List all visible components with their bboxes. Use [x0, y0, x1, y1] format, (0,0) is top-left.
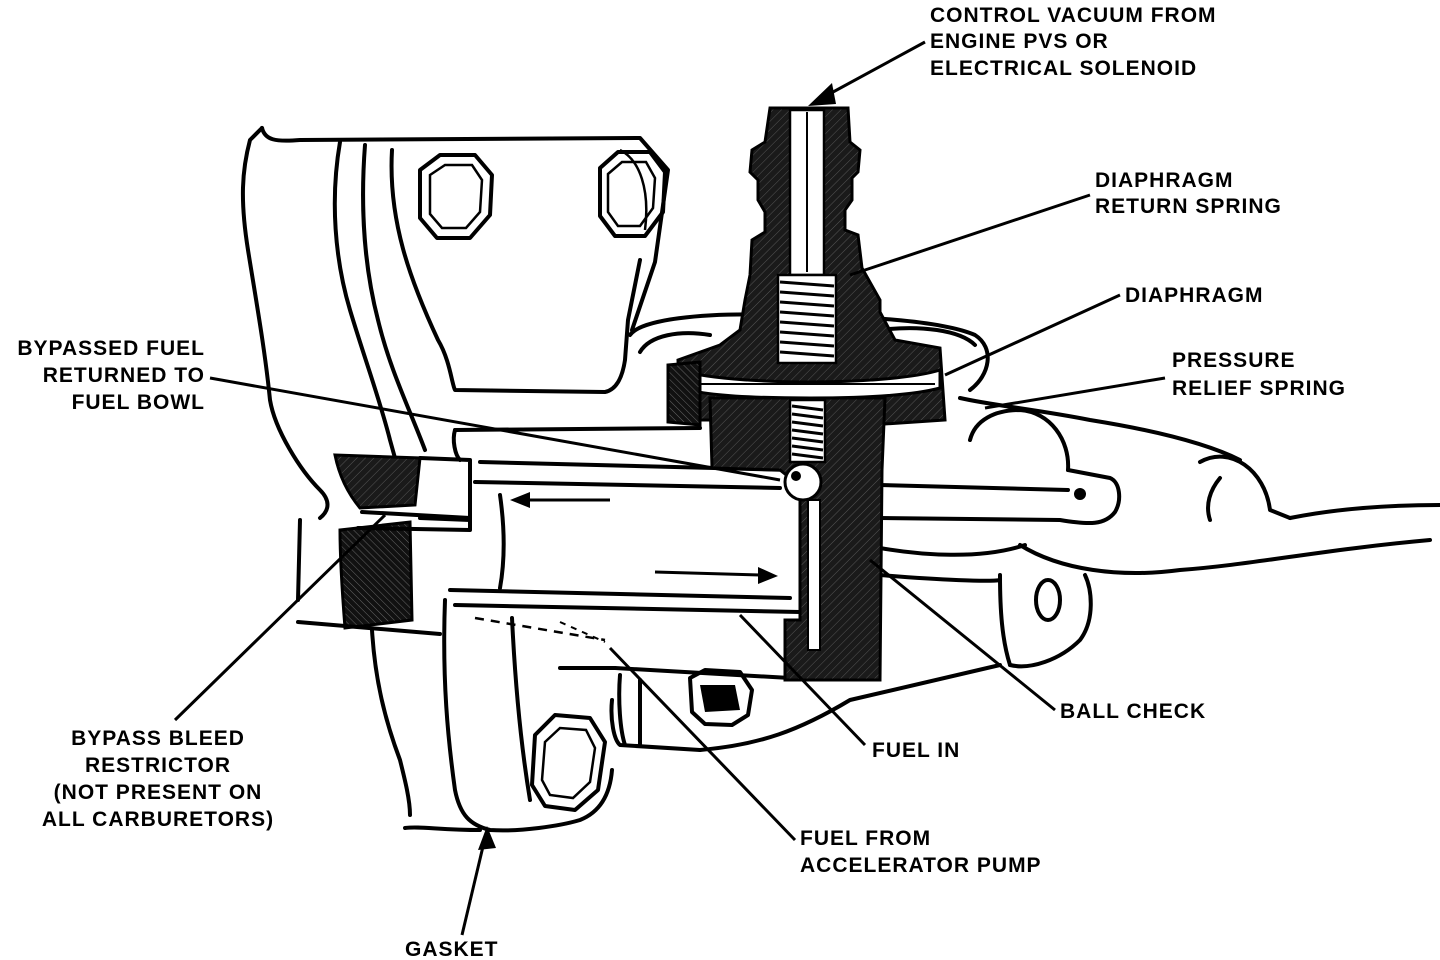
label-bypassed-fuel: BYPASSED FUEL RETURNED TO FUEL BOWL [17, 337, 205, 414]
hex-bolt-right [598, 150, 667, 238]
hex-bolt-left [418, 153, 494, 240]
label-fuel-in-line1: FUEL IN [872, 739, 960, 762]
label-control-vacuum-line1: CONTROL VACUUM FROM [930, 4, 1217, 27]
label-fuel-from-accelerator-pump-line1: FUEL FROM [800, 827, 931, 850]
label-ball-check-line1: BALL CHECK [1060, 700, 1206, 723]
label-bypassed-fuel-line2: RETURNED TO [43, 364, 205, 387]
fuel-in-flow-arrow [654, 567, 778, 584]
pressure-relief-spring [788, 398, 827, 464]
hex-bolt-bottom [530, 713, 607, 812]
label-fuel-from-accelerator-pump-line2: ACCELERATOR PUMP [800, 854, 1042, 877]
label-diaphragm: DIAPHRAGM [1125, 284, 1264, 307]
label-bypass-bleed-line2: RESTRICTOR [85, 754, 231, 777]
label-gasket: GASKET [405, 938, 499, 960]
label-bypass-bleed-line1: BYPASS BLEED [71, 727, 245, 750]
label-pressure-relief-spring-line2: RELIEF SPRING [1172, 377, 1346, 400]
ball-check [783, 462, 823, 502]
diaphragm-return-spring [776, 273, 838, 365]
pressure-relief-valve-assembly [666, 106, 947, 682]
label-diaphragm-line1: DIAPHRAGM [1125, 284, 1264, 307]
hex-bolt-lower-middle [688, 668, 754, 727]
label-ball-check: BALL CHECK [1060, 700, 1206, 723]
carburetor-body [240, 126, 1440, 833]
label-diaphragm-return-spring-line1: DIAPHRAGM [1095, 169, 1234, 192]
label-pressure-relief-spring-line1: PRESSURE [1172, 349, 1296, 372]
leader-lines [173, 40, 1166, 936]
label-diaphragm-return-spring: DIAPHRAGM RETURN SPRING [1095, 169, 1282, 218]
label-bypassed-fuel-line1: BYPASSED FUEL [17, 337, 205, 360]
label-bypass-bleed-line4: ALL CARBURETORS) [42, 808, 274, 831]
label-bypass-bleed-restrictor: BYPASS BLEED RESTRICTOR (NOT PRESENT ON … [42, 727, 274, 831]
label-bypassed-fuel-line3: FUEL BOWL [72, 391, 205, 414]
label-fuel-from-accelerator-pump: FUEL FROM ACCELERATOR PUMP [800, 827, 1042, 877]
label-control-vacuum: CONTROL VACUUM FROM ENGINE PVS OR ELECTR… [930, 4, 1217, 80]
label-control-vacuum-line3: ELECTRICAL SOLENOID [930, 57, 1197, 80]
label-bypass-bleed-line3: (NOT PRESENT ON [54, 781, 263, 804]
label-diaphragm-return-spring-line2: RETURN SPRING [1095, 195, 1282, 218]
bypass-flow-arrow [510, 492, 610, 508]
label-pressure-relief-spring: PRESSURE RELIEF SPRING [1172, 349, 1346, 400]
label-control-vacuum-line2: ENGINE PVS OR [930, 30, 1109, 53]
label-fuel-in: FUEL IN [872, 739, 960, 762]
label-gasket-line1: GASKET [405, 938, 499, 960]
